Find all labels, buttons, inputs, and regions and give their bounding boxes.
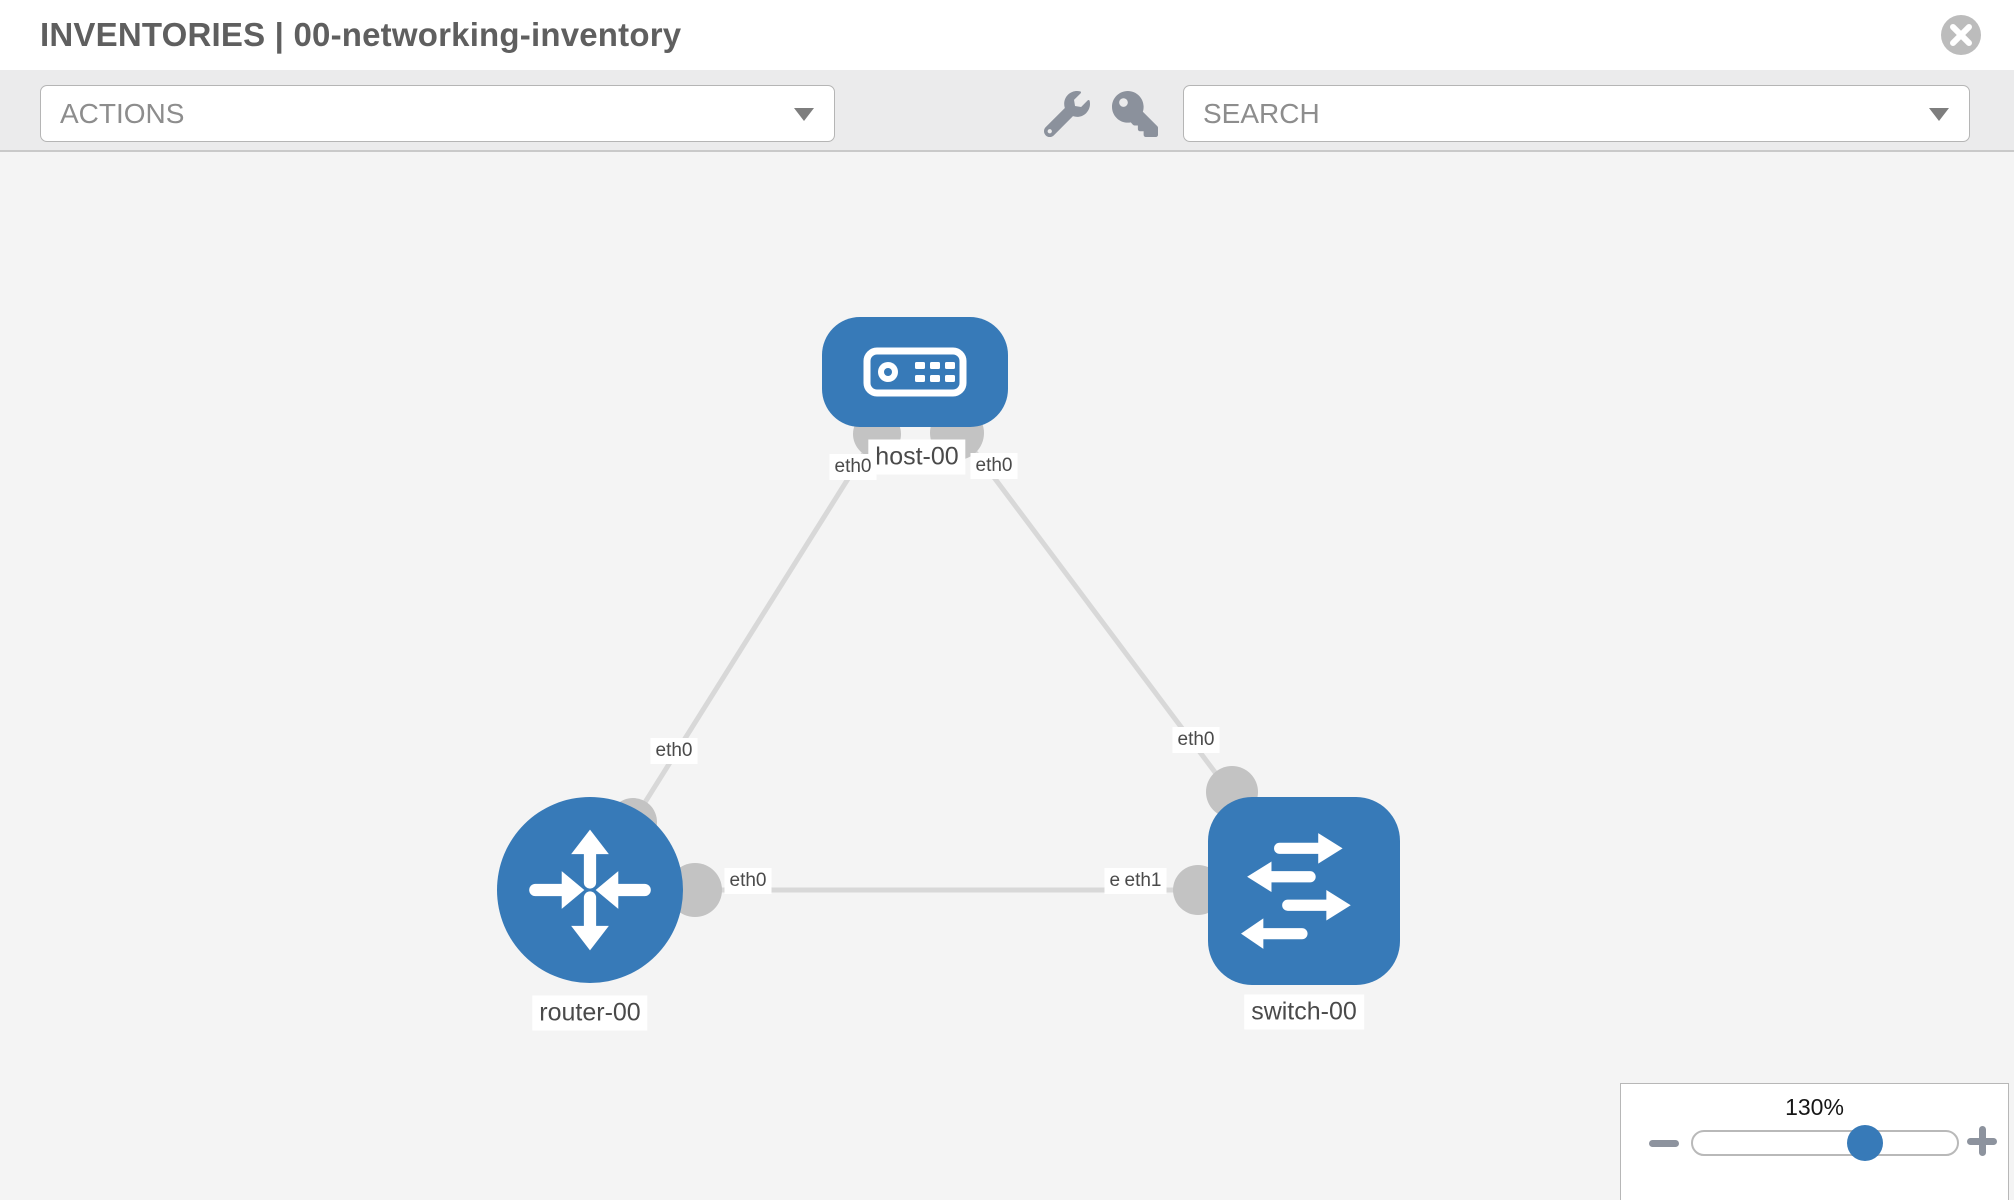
actions-dropdown-label: ACTIONS [60,98,185,129]
configure-button[interactable] [1043,91,1090,138]
wrench-icon [1043,91,1090,138]
header: INVENTORIES | 00-networking-inventory [0,0,2014,70]
zoom-level-value: 130% [1785,1094,1844,1120]
topology-canvas[interactable]: host-00 router-00 switch-00 eth0 eth0 et… [0,152,2014,1200]
zoom-widget: 130% [1620,1083,2009,1200]
port-label-switch-top: eth0 [1172,727,1220,753]
zoom-out-button[interactable] [1647,1126,1681,1160]
node-label-switch: switch-00 [1244,994,1364,1030]
plus-icon-v [1979,1126,1986,1156]
search-dropdown[interactable]: SEARCH [1183,85,1970,142]
chevron-down-icon [794,108,814,121]
close-icon [1950,24,1972,46]
zoom-slider-thumb[interactable] [1847,1125,1883,1161]
credentials-button[interactable] [1112,91,1158,137]
port-label-switch-left: eth1 [1119,868,1167,894]
minus-icon [1649,1140,1679,1147]
node-label-host: host-00 [868,439,966,475]
zoom-slider[interactable] [1691,1125,1959,1161]
node-switch-00[interactable] [1208,797,1400,985]
page-title: INVENTORIES | 00-networking-inventory [40,16,682,53]
router-icon [529,829,651,951]
port-label-host-left: eth0 [829,454,877,480]
node-label-router: router-00 [532,995,648,1031]
close-button[interactable] [1941,15,1981,55]
switch-icon [1241,833,1351,949]
actions-dropdown[interactable]: ACTIONS [40,85,835,142]
host-icon [863,347,967,397]
node-router-00[interactable] [497,797,683,983]
search-dropdown-label: SEARCH [1203,98,1320,129]
port-label-router-top: eth0 [650,738,698,764]
toolbar: ACTIONS SEARCH [0,70,2014,152]
zoom-in-button[interactable] [1965,1124,1999,1158]
key-icon [1112,91,1158,137]
port-label-router-right: eth0 [724,868,772,894]
node-host-00[interactable] [822,317,1008,427]
port-label-host-right: eth0 [970,453,1018,479]
topology-links-layer [587,370,1307,917]
chevron-down-icon [1929,108,1949,121]
